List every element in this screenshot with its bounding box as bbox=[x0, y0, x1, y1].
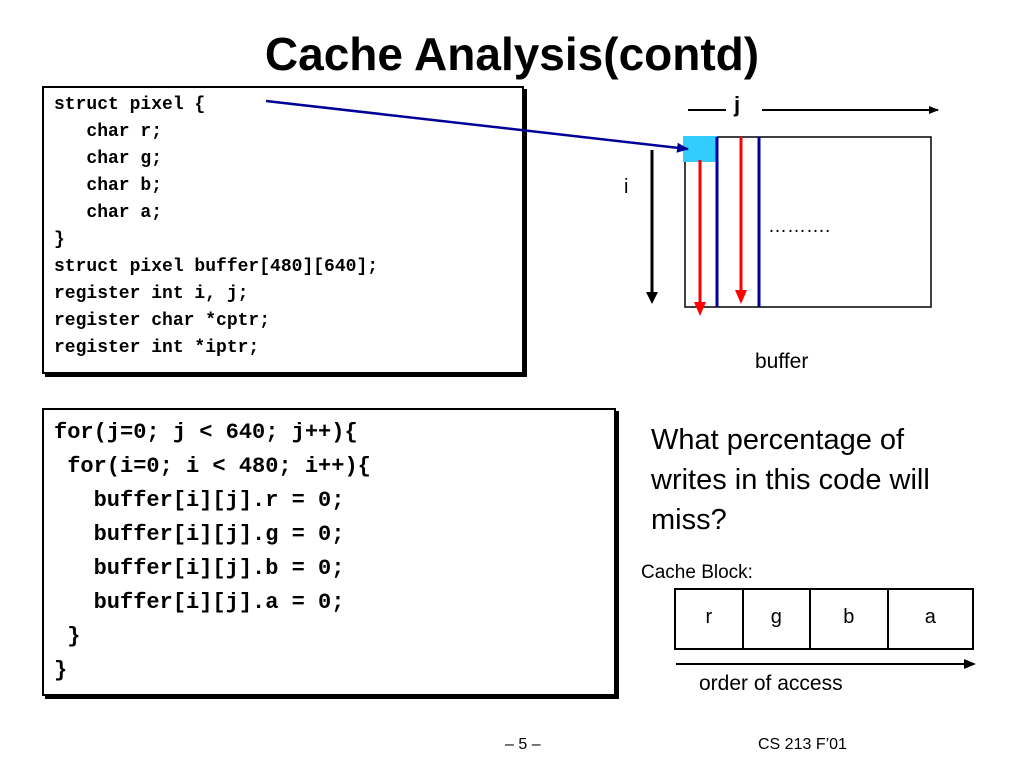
code-line: struct pixel { bbox=[54, 95, 206, 115]
cache-block: r g b a bbox=[674, 588, 974, 650]
question-text: What percentage of writes in this code w… bbox=[651, 424, 930, 536]
slide-title: Cache Analysis(contd) bbox=[264, 28, 760, 80]
code-line: register char *cptr; bbox=[54, 311, 271, 331]
code-line: } bbox=[54, 230, 65, 250]
access-arrow-head bbox=[694, 302, 706, 316]
i-axis-label: i bbox=[624, 176, 629, 198]
code-line: buffer[i][j].b = 0; bbox=[54, 556, 345, 581]
continuation-dots: ………. bbox=[768, 216, 831, 237]
cache-cell-label: r bbox=[705, 606, 713, 628]
code-line: } bbox=[54, 624, 81, 649]
cache-cell-label: a bbox=[924, 606, 936, 628]
cache-cell-g: g bbox=[744, 590, 812, 648]
cache-cell-r: r bbox=[676, 590, 744, 648]
struct-code-box: struct pixel { char r; char g; char b; c… bbox=[42, 86, 524, 374]
course-label: CS 213 F’01 bbox=[758, 736, 847, 753]
j-axis-label: j bbox=[734, 92, 741, 117]
code-line: for(i=0; i < 480; i++){ bbox=[54, 454, 371, 479]
code-line: register int *iptr; bbox=[54, 338, 260, 358]
access-arrow-head bbox=[735, 290, 747, 304]
order-arrow-head bbox=[964, 659, 976, 669]
order-of-access-label: order of access bbox=[699, 672, 843, 695]
code-line: for(j=0; j < 640; j++){ bbox=[54, 420, 358, 445]
code-line: char r; bbox=[54, 122, 163, 142]
page-number: – 5 – bbox=[505, 736, 541, 753]
code-line: struct pixel buffer[480][640]; bbox=[54, 257, 379, 277]
buffer-label: buffer bbox=[755, 350, 809, 373]
loop-code-box: for(j=0; j < 640; j++){ for(i=0; i < 480… bbox=[42, 408, 616, 696]
cache-cell-label: b bbox=[843, 606, 855, 628]
code-line: } bbox=[54, 658, 68, 683]
code-line: buffer[i][j].a = 0; bbox=[54, 590, 345, 615]
code-line: char a; bbox=[54, 203, 163, 223]
cache-cell-b: b bbox=[811, 590, 889, 648]
code-line: register int i, j; bbox=[54, 284, 249, 304]
highlighted-pixel bbox=[683, 136, 717, 162]
cache-cell-label: g bbox=[770, 606, 782, 628]
code-line: buffer[i][j].g = 0; bbox=[54, 522, 345, 547]
code-line: char g; bbox=[54, 149, 163, 169]
code-line: char b; bbox=[54, 176, 163, 196]
code-line: buffer[i][j].r = 0; bbox=[54, 488, 345, 513]
cache-cell-a: a bbox=[889, 590, 972, 648]
i-axis-arrow-head bbox=[646, 292, 658, 304]
cache-block-label: Cache Block: bbox=[641, 562, 753, 583]
